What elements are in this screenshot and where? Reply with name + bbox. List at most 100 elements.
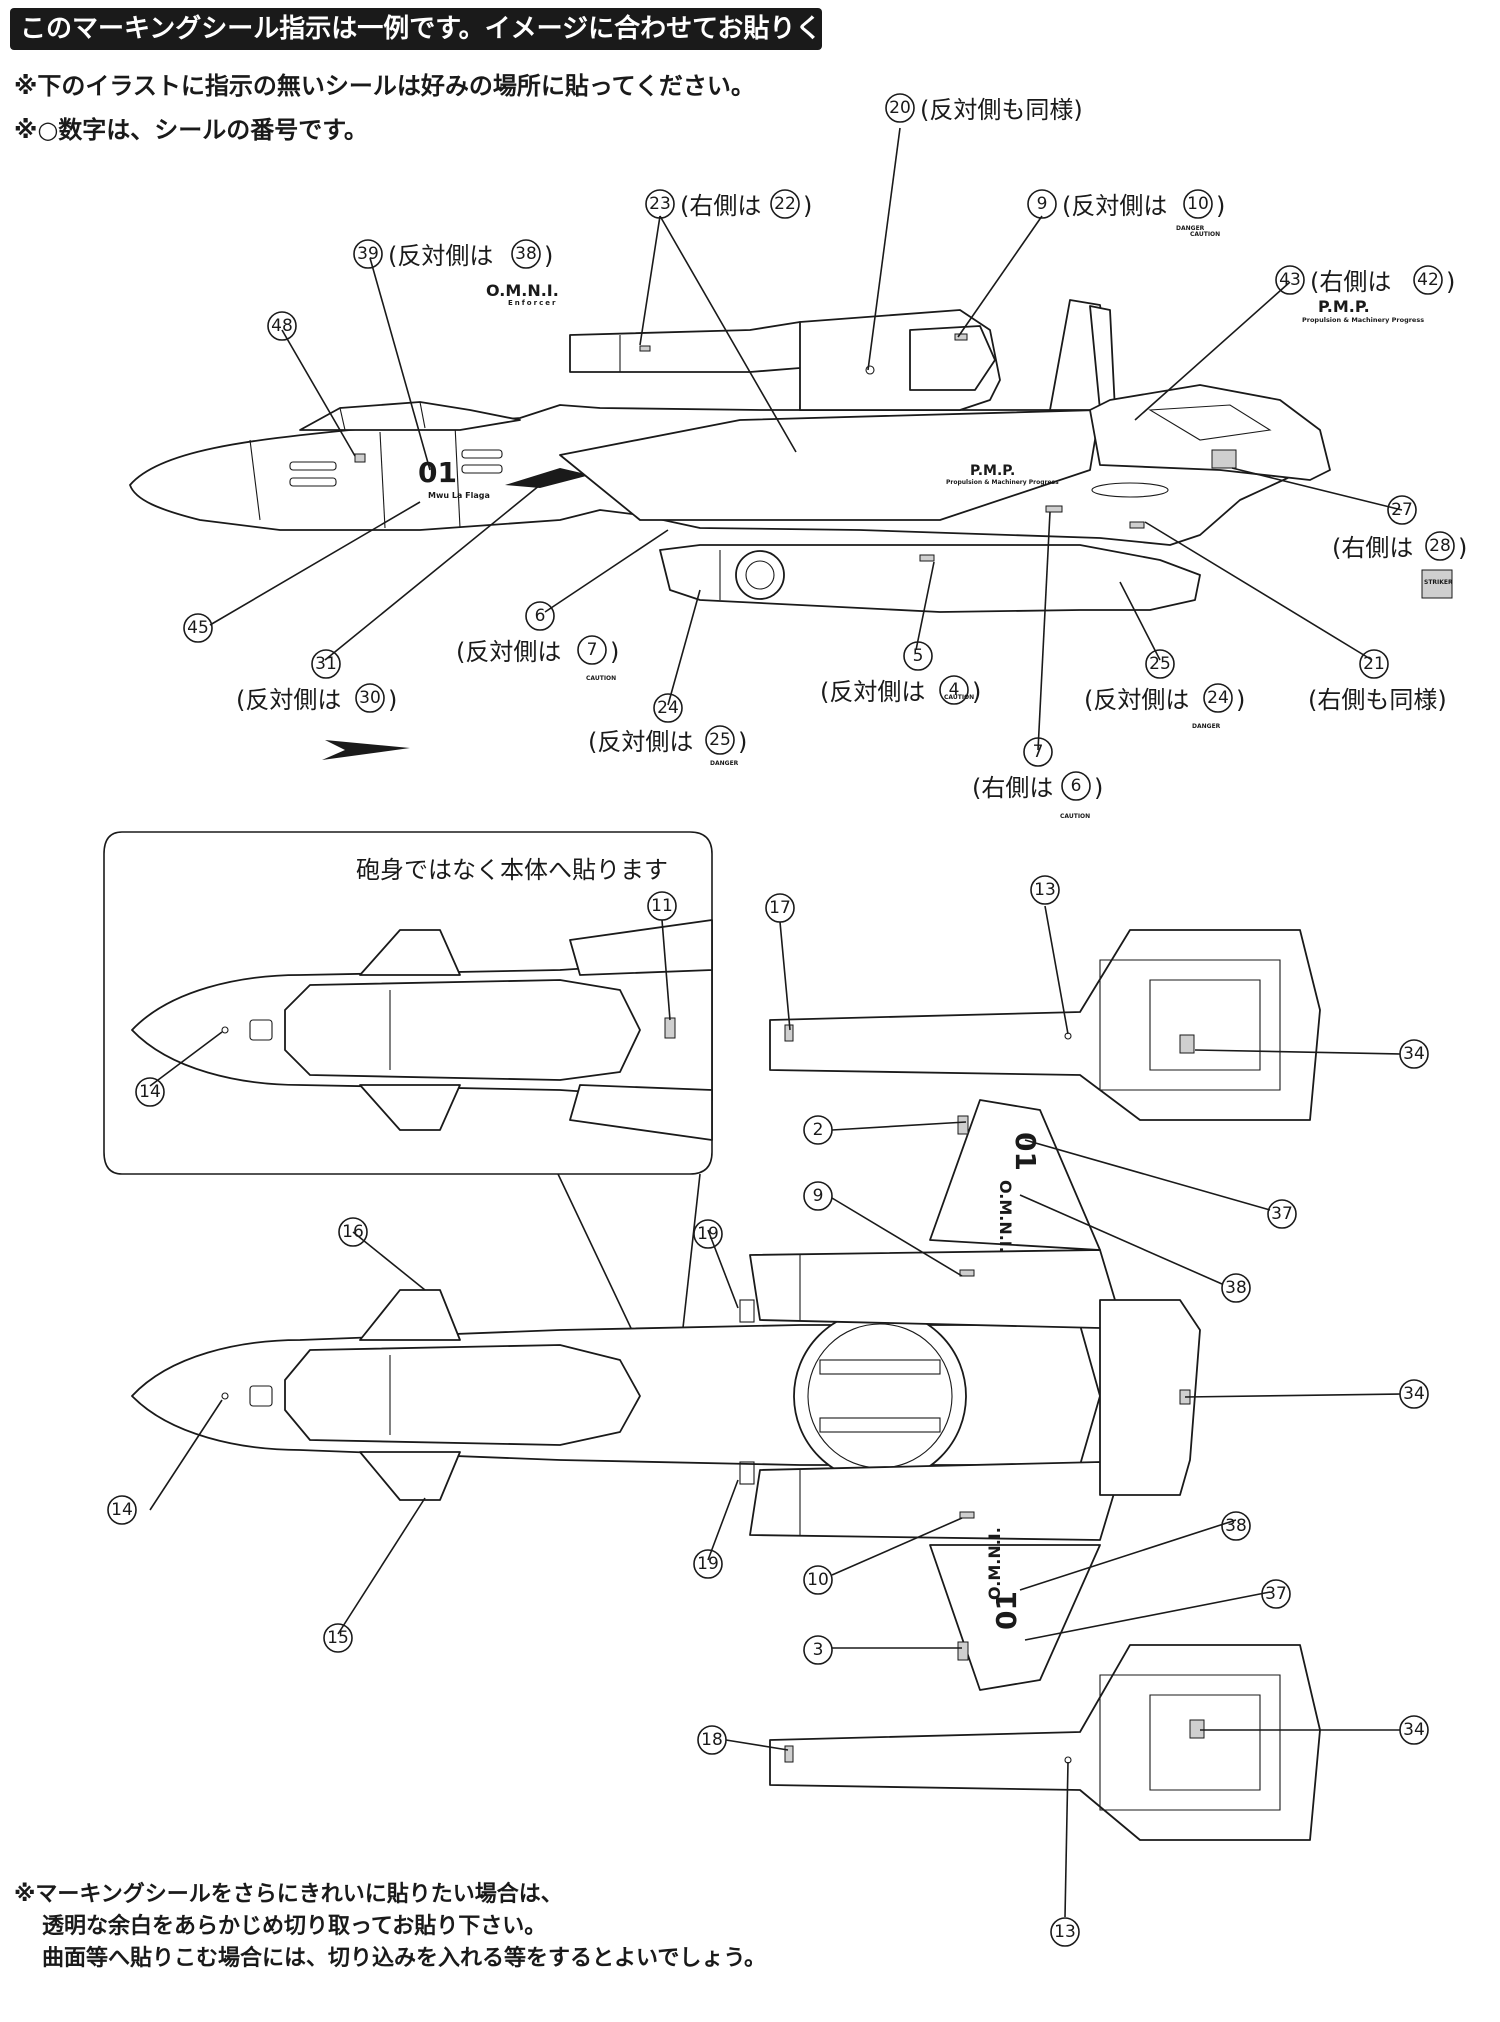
svg-text:3: 3 [813,1640,824,1660]
decal-37-lower: 01 [990,1591,1023,1630]
callout-5: 5 [903,641,933,671]
svg-text:37: 37 [1265,1584,1287,1604]
note-circle-numbers: ※○数字は、シールの番号です。 [14,116,368,144]
page-header: このマーキングシール指示は一例です。イメージに合わせてお貼りください。 [10,8,925,50]
callout-14: 14 [107,1495,137,1525]
note-unlisted-stickers: ※下のイラストに指示の無いシールは好みの場所に貼ってください。 [14,72,755,100]
callout-38-lower: 38 [1221,1511,1251,1541]
svg-text:14: 14 [111,1500,133,1520]
callout-21: 21 [1359,649,1389,679]
svg-text:): ) [1236,686,1245,714]
callout-18: 18 [697,1725,727,1755]
top-view-aircraft: 01 O.M.N.I. 01 O.M.N.I. [131,929,1321,1841]
svg-text:DANGER: DANGER [1192,723,1221,730]
svg-text:9: 9 [1037,194,1048,214]
svg-text:17: 17 [769,898,791,918]
svg-text:11: 11 [651,896,673,916]
svg-text:9: 9 [813,1186,824,1206]
svg-text:10: 10 [1187,194,1209,214]
callout-38-upper: 38 [1221,1273,1251,1303]
svg-text:(反対側は: (反対側は [456,638,561,666]
svg-text:22: 22 [774,194,796,214]
inset-caption: 砲身ではなく本体へ貼ります [356,856,668,884]
decal-38-upper: O.M.N.I. [996,1180,1015,1253]
svg-text:48: 48 [271,316,293,336]
callout-19-lower: 19 [693,1549,723,1579]
svg-text:21: 21 [1363,654,1385,674]
callout-19-upper: 19 [693,1219,723,1249]
svg-text:38: 38 [515,244,537,264]
callout-25: 25 [1145,649,1175,679]
svg-text:): ) [610,638,619,666]
callout-7: 7 [1023,737,1053,767]
svg-text:5: 5 [913,646,924,666]
footer-note-1: ※マーキングシールをさらにきれいに貼りたい場合は、 [14,1882,563,1907]
svg-text:28: 28 [1429,536,1451,556]
decal-unit-number: 01 [418,456,457,489]
svg-text:DANGER: DANGER [1176,225,1205,232]
callout-37-upper: 37 [1267,1199,1297,1229]
decal-30-chevron [322,740,410,760]
svg-text:): ) [1446,268,1455,296]
svg-text:(反対側は: (反対側は [820,678,925,706]
inset-cockpit-detail: 砲身ではなく本体へ貼ります [103,831,713,1175]
callout-13-top: 13 [1030,875,1060,905]
decal-31-chevron [505,468,590,488]
callout-10: 10 [803,1565,833,1595]
top-view-leaders [149,905,1401,1918]
callout-34-b: 34 [1399,1379,1429,1409]
svg-text:(反対側は: (反対側は [1084,686,1189,714]
svg-text:(右側は: (右側は [680,192,761,220]
svg-text:13: 13 [1034,880,1056,900]
svg-text:): ) [738,728,747,756]
svg-text:31: 31 [315,654,337,674]
footer-note-3: 曲面等へ貼りこむ場合には、切り込みを入れる等をするとよいでしょう。 [42,1946,767,1971]
callout-24: 24 [653,693,683,723]
svg-text:2: 2 [813,1120,824,1140]
svg-text:CAUTION: CAUTION [1190,231,1220,238]
decal-43-pmp-sub: Propulsion & Machinery Progress [946,479,1059,486]
callout-27: 27 [1387,495,1417,525]
callout-34-a: 34 [1399,1039,1429,1069]
callout-45: 45 [183,613,213,643]
svg-text:19: 19 [697,1554,719,1574]
callout-4-note: (反対側は 4) [820,675,981,706]
svg-text:): ) [972,678,981,706]
svg-text:4: 4 [949,680,960,700]
svg-text:CAUTION: CAUTION [944,694,974,701]
decal-48 [354,453,366,463]
svg-text:): ) [1216,192,1225,220]
svg-text:): ) [1458,534,1467,562]
svg-text:10: 10 [807,1570,829,1590]
svg-text:CAUTION: CAUTION [586,675,616,682]
decal-28-striker [1421,569,1453,599]
svg-text:16: 16 [342,1222,364,1242]
svg-text:DANGER: DANGER [710,760,739,767]
svg-text:6: 6 [535,606,546,626]
svg-text:): ) [388,686,397,714]
callout-20: 20(反対側も同様) [885,93,1083,124]
decal-38-lower: O.M.N.I. [985,1527,1004,1600]
top-view-callouts: 11 14 13 17 34 2 37 9 38 19 16 34 14 19 … [107,875,1429,1947]
decal-37-upper: 01 [1009,1132,1042,1171]
svg-text:42: 42 [1417,270,1439,290]
decal-pilot-name: Mwu La Flaga [428,491,490,500]
callout-9-top: 9 [803,1181,833,1211]
callout-3: 3 [803,1635,833,1665]
callout-31: 31 [311,649,341,679]
svg-text:(反対側は: (反対側は [588,728,693,756]
svg-text:): ) [544,242,553,270]
svg-text:39: 39 [357,244,379,264]
svg-text:6: 6 [1071,776,1082,796]
svg-text:(右側も同様): (右側も同様) [1308,686,1447,714]
decal-pmp-large-sub: Propulsion & Machinery Progress [1302,316,1424,324]
callout-14-inset: 14 [135,1077,165,1107]
callout-17: 17 [765,893,795,923]
